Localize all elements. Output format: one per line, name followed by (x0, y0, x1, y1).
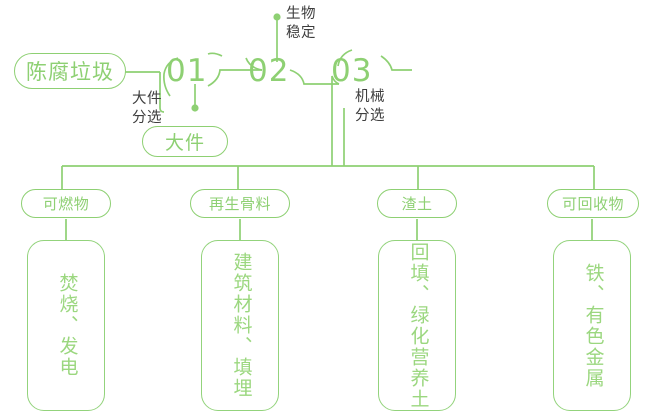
output-card-3-text: 回填、绿化营养土 (407, 241, 429, 410)
line-03-right-tail (380, 55, 412, 71)
stage-label-03: 机械 分选 (355, 88, 385, 125)
output-pill-4-label: 可回收物 (561, 196, 624, 213)
stage-number-03[interactable]: 03 (331, 53, 373, 89)
output-pill-3[interactable]: 渣土 (377, 189, 457, 218)
output-pill-3-label: 渣土 (401, 196, 433, 213)
output-pill-1[interactable]: 可燃物 (21, 189, 111, 218)
stage-label-02: 生物 稳定 (286, 5, 316, 42)
stage-number-02[interactable]: 02 (248, 53, 290, 89)
arc-01-top-hook (207, 52, 223, 57)
line-03-down-to-bus (331, 75, 340, 166)
stage-label-02-line2: 稳定 (286, 24, 316, 41)
output-card-3[interactable]: 回填、绿化营养土 (378, 240, 456, 411)
output-pill-2[interactable]: 再生骨料 (190, 189, 290, 218)
stage-label-03-line1: 机械 (355, 89, 385, 105)
stage-label-01-line1: 大件 (132, 91, 162, 107)
side-output-node[interactable]: 大件 (142, 126, 228, 157)
dot-02-label (273, 13, 281, 21)
output-card-2-text: 建筑材料、填埋 (230, 252, 252, 399)
stage-label-01-line2: 分选 (132, 109, 162, 126)
side-output-label: 大件 (164, 133, 205, 154)
stage-label-03-line2: 分选 (355, 107, 385, 124)
output-card-4[interactable]: 铁、有色金属 (553, 240, 631, 411)
source-node-label: 陈腐垃圾 (26, 61, 114, 84)
dot-01-label (191, 104, 199, 112)
output-pill-2-label: 再生骨料 (208, 196, 271, 213)
output-card-2[interactable]: 建筑材料、填埋 (201, 240, 279, 411)
output-card-1-text: 焚烧、发电 (56, 273, 78, 378)
output-pill-1-label: 可燃物 (42, 196, 90, 213)
stage-number-01[interactable]: 01 (166, 53, 208, 89)
source-node[interactable]: 陈腐垃圾 (14, 53, 126, 89)
stage-label-02-line1: 生物 (286, 6, 316, 22)
output-card-1[interactable]: 焚烧、发电 (27, 240, 105, 411)
output-pill-4[interactable]: 可回收物 (547, 189, 639, 218)
stage-label-01: 大件 分选 (132, 90, 162, 127)
output-card-4-text: 铁、有色金属 (582, 262, 604, 389)
